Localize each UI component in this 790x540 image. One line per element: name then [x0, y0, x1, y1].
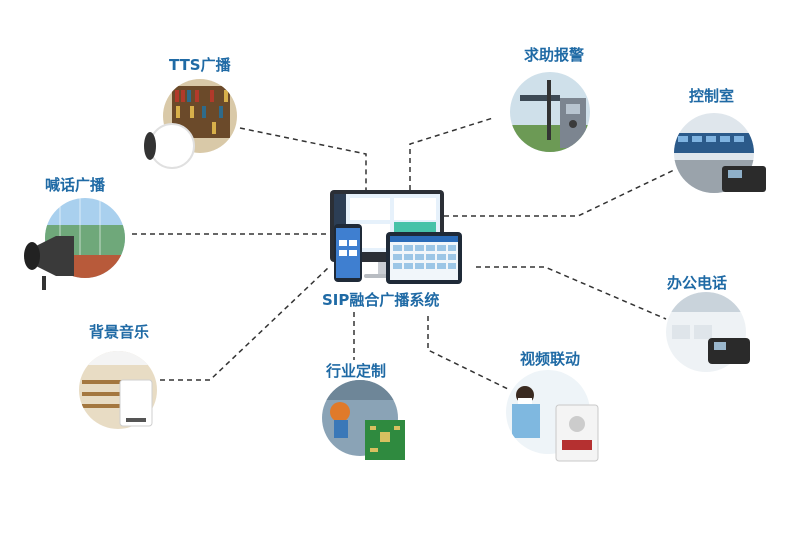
- phone-tile: [349, 240, 357, 246]
- connector-video: [427, 316, 511, 391]
- label-tts: TTS广播: [169, 56, 231, 74]
- label-bgm: 背景音乐: [89, 323, 150, 341]
- label-office: 办公电话: [667, 274, 728, 292]
- connector-bgm: [160, 267, 329, 381]
- central-system-device: [330, 190, 462, 284]
- node-shout-image: [24, 198, 125, 290]
- label-custom: 行业定制: [326, 362, 387, 380]
- monitor-panel-accent: [394, 222, 436, 232]
- tablet-grid: [393, 245, 456, 269]
- connector-alarm: [409, 117, 494, 190]
- label-shout: 喊话广播: [45, 176, 106, 194]
- node-tts-image: [144, 79, 237, 169]
- node-office-image: [666, 292, 750, 372]
- label-control: 控制室: [689, 87, 735, 105]
- center-system-label: SIP融合广播系统: [322, 291, 440, 309]
- node-control-image: [674, 113, 766, 193]
- connector-tts: [239, 127, 367, 192]
- label-alarm: 求助报警: [524, 46, 585, 64]
- connector-control: [444, 169, 675, 217]
- monitor-panel: [350, 198, 390, 220]
- node-bgm-image: [79, 351, 157, 429]
- tablet-header: [390, 236, 458, 242]
- horn-speaker-icon: [32, 236, 74, 276]
- phone-tile: [339, 240, 347, 246]
- node-custom-image: [322, 380, 405, 460]
- node-alarm-image: [510, 72, 590, 152]
- phone-tile: [339, 250, 347, 256]
- node-video-image: [506, 370, 599, 462]
- office-phone-icon: [708, 338, 750, 364]
- wall-speaker-icon: [119, 379, 153, 427]
- ceiling-speaker-icon: [149, 123, 195, 169]
- desk-phone-icon: [722, 166, 766, 192]
- phone-tile: [349, 250, 357, 256]
- monitor-panel: [394, 198, 436, 220]
- connector-office: [476, 266, 667, 320]
- label-video: 视频联动: [520, 350, 581, 368]
- intercom-panel-icon: [555, 404, 599, 462]
